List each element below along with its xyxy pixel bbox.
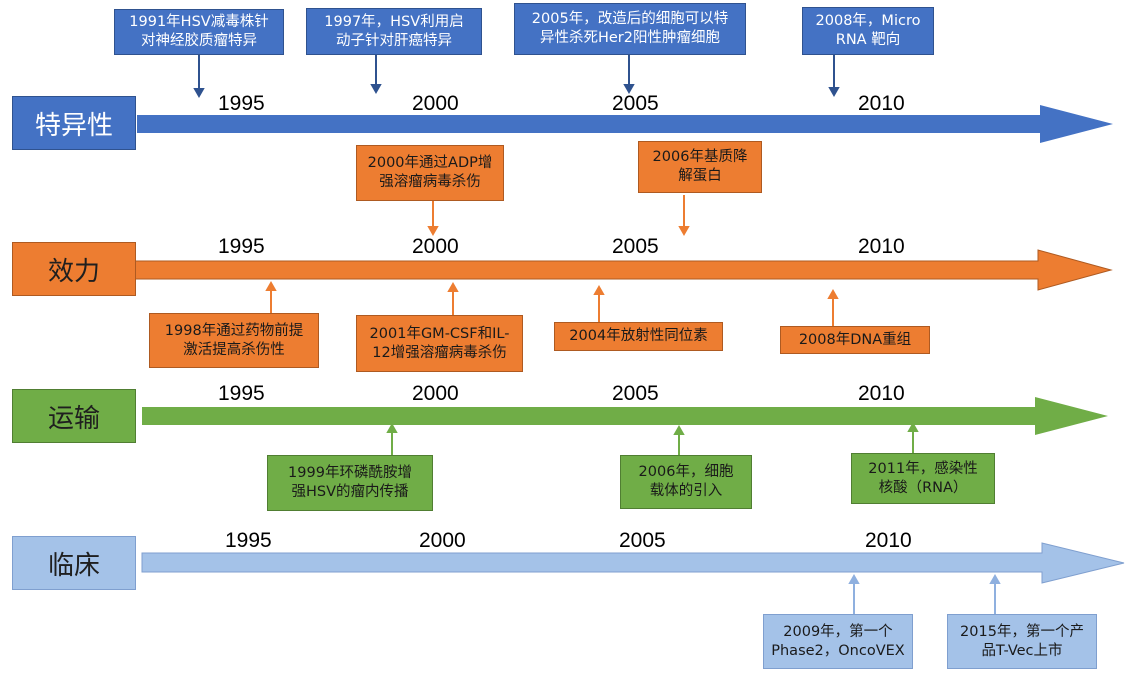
clinical-timeline-arrow: [141, 542, 1125, 584]
connector-arrowhead: [386, 422, 398, 433]
event-box-2006: 2006年基质降 解蛋白: [638, 141, 762, 193]
year-label: 1995: [218, 382, 265, 405]
connector-arrowhead: [907, 421, 919, 432]
connector-arrowhead: [828, 87, 840, 98]
year-label: 2005: [612, 235, 659, 258]
year-label: 1995: [218, 92, 265, 115]
event-box-2011: 2011年，感染性 核酸（RNA）: [851, 453, 995, 504]
connector-arrowhead: [370, 84, 382, 95]
year-label: 1995: [218, 235, 265, 258]
connector-arrowhead: [848, 573, 860, 584]
year-label: 2010: [858, 235, 905, 258]
event-box-1999: 1999年环磷酰胺增 强HSV的瘤内传播: [267, 455, 433, 511]
year-label: 2010: [865, 529, 912, 552]
event-box-2004: 2004年放射性同位素: [554, 322, 723, 351]
connector-arrowhead: [265, 280, 277, 291]
event-box-2008-dna: 2008年DNA重组: [780, 326, 930, 354]
year-label: 1995: [225, 529, 272, 552]
connector-arrowhead: [673, 424, 685, 435]
lane-label-specificity: 特异性: [12, 96, 136, 150]
lane-label-transport: 运输: [12, 389, 136, 443]
year-label: 2000: [412, 382, 459, 405]
event-box-2000: 2000年通过ADP增 强溶瘤病毒杀伤: [356, 145, 504, 201]
year-label: 2005: [612, 92, 659, 115]
event-box-1998: 1998年通过药物前提 激活提高杀伤性: [149, 313, 319, 368]
year-label: 2000: [412, 92, 459, 115]
event-box-2008: 2008年，Micro RNA 靶向: [802, 7, 934, 55]
year-label: 2010: [858, 382, 905, 405]
event-box-2005: 2005年，改造后的细胞可以特 异性杀死Her2阳性肿瘤细胞: [514, 3, 746, 55]
connector-arrowhead: [678, 226, 690, 237]
event-box-2001: 2001年GM-CSF和IL- 12增强溶瘤病毒杀伤: [356, 315, 523, 372]
event-box-2015: 2015年，第一个产 品T-Vec上市: [947, 614, 1097, 669]
specificity-timeline-arrow: [137, 105, 1113, 143]
connector-arrowhead: [623, 84, 635, 95]
transport-timeline-arrow: [142, 397, 1108, 435]
event-box-1991: 1991年HSV减毒株针 对神经胶质瘤特异: [114, 9, 284, 55]
potency-timeline-arrow: [134, 249, 1113, 291]
connector-arrowhead: [989, 573, 1001, 584]
year-label: 2000: [412, 235, 459, 258]
year-label: 2005: [612, 382, 659, 405]
year-label: 2010: [858, 92, 905, 115]
connector-arrowhead: [593, 284, 605, 295]
event-box-2006-vector: 2006年，细胞 载体的引入: [620, 455, 752, 509]
year-label: 2005: [619, 529, 666, 552]
event-box-2009: 2009年，第一个 Phase2，OncoVEX: [763, 614, 913, 669]
connector-arrowhead: [827, 288, 839, 299]
connector-arrowhead: [427, 226, 439, 237]
connector-arrowhead: [193, 88, 205, 99]
connector-arrowhead: [447, 281, 459, 292]
event-box-1997: 1997年，HSV利用启 动子针对肝癌特异: [306, 8, 482, 55]
lane-label-potency: 效力: [12, 242, 136, 296]
lane-label-clinical: 临床: [12, 536, 136, 590]
year-label: 2000: [419, 529, 466, 552]
